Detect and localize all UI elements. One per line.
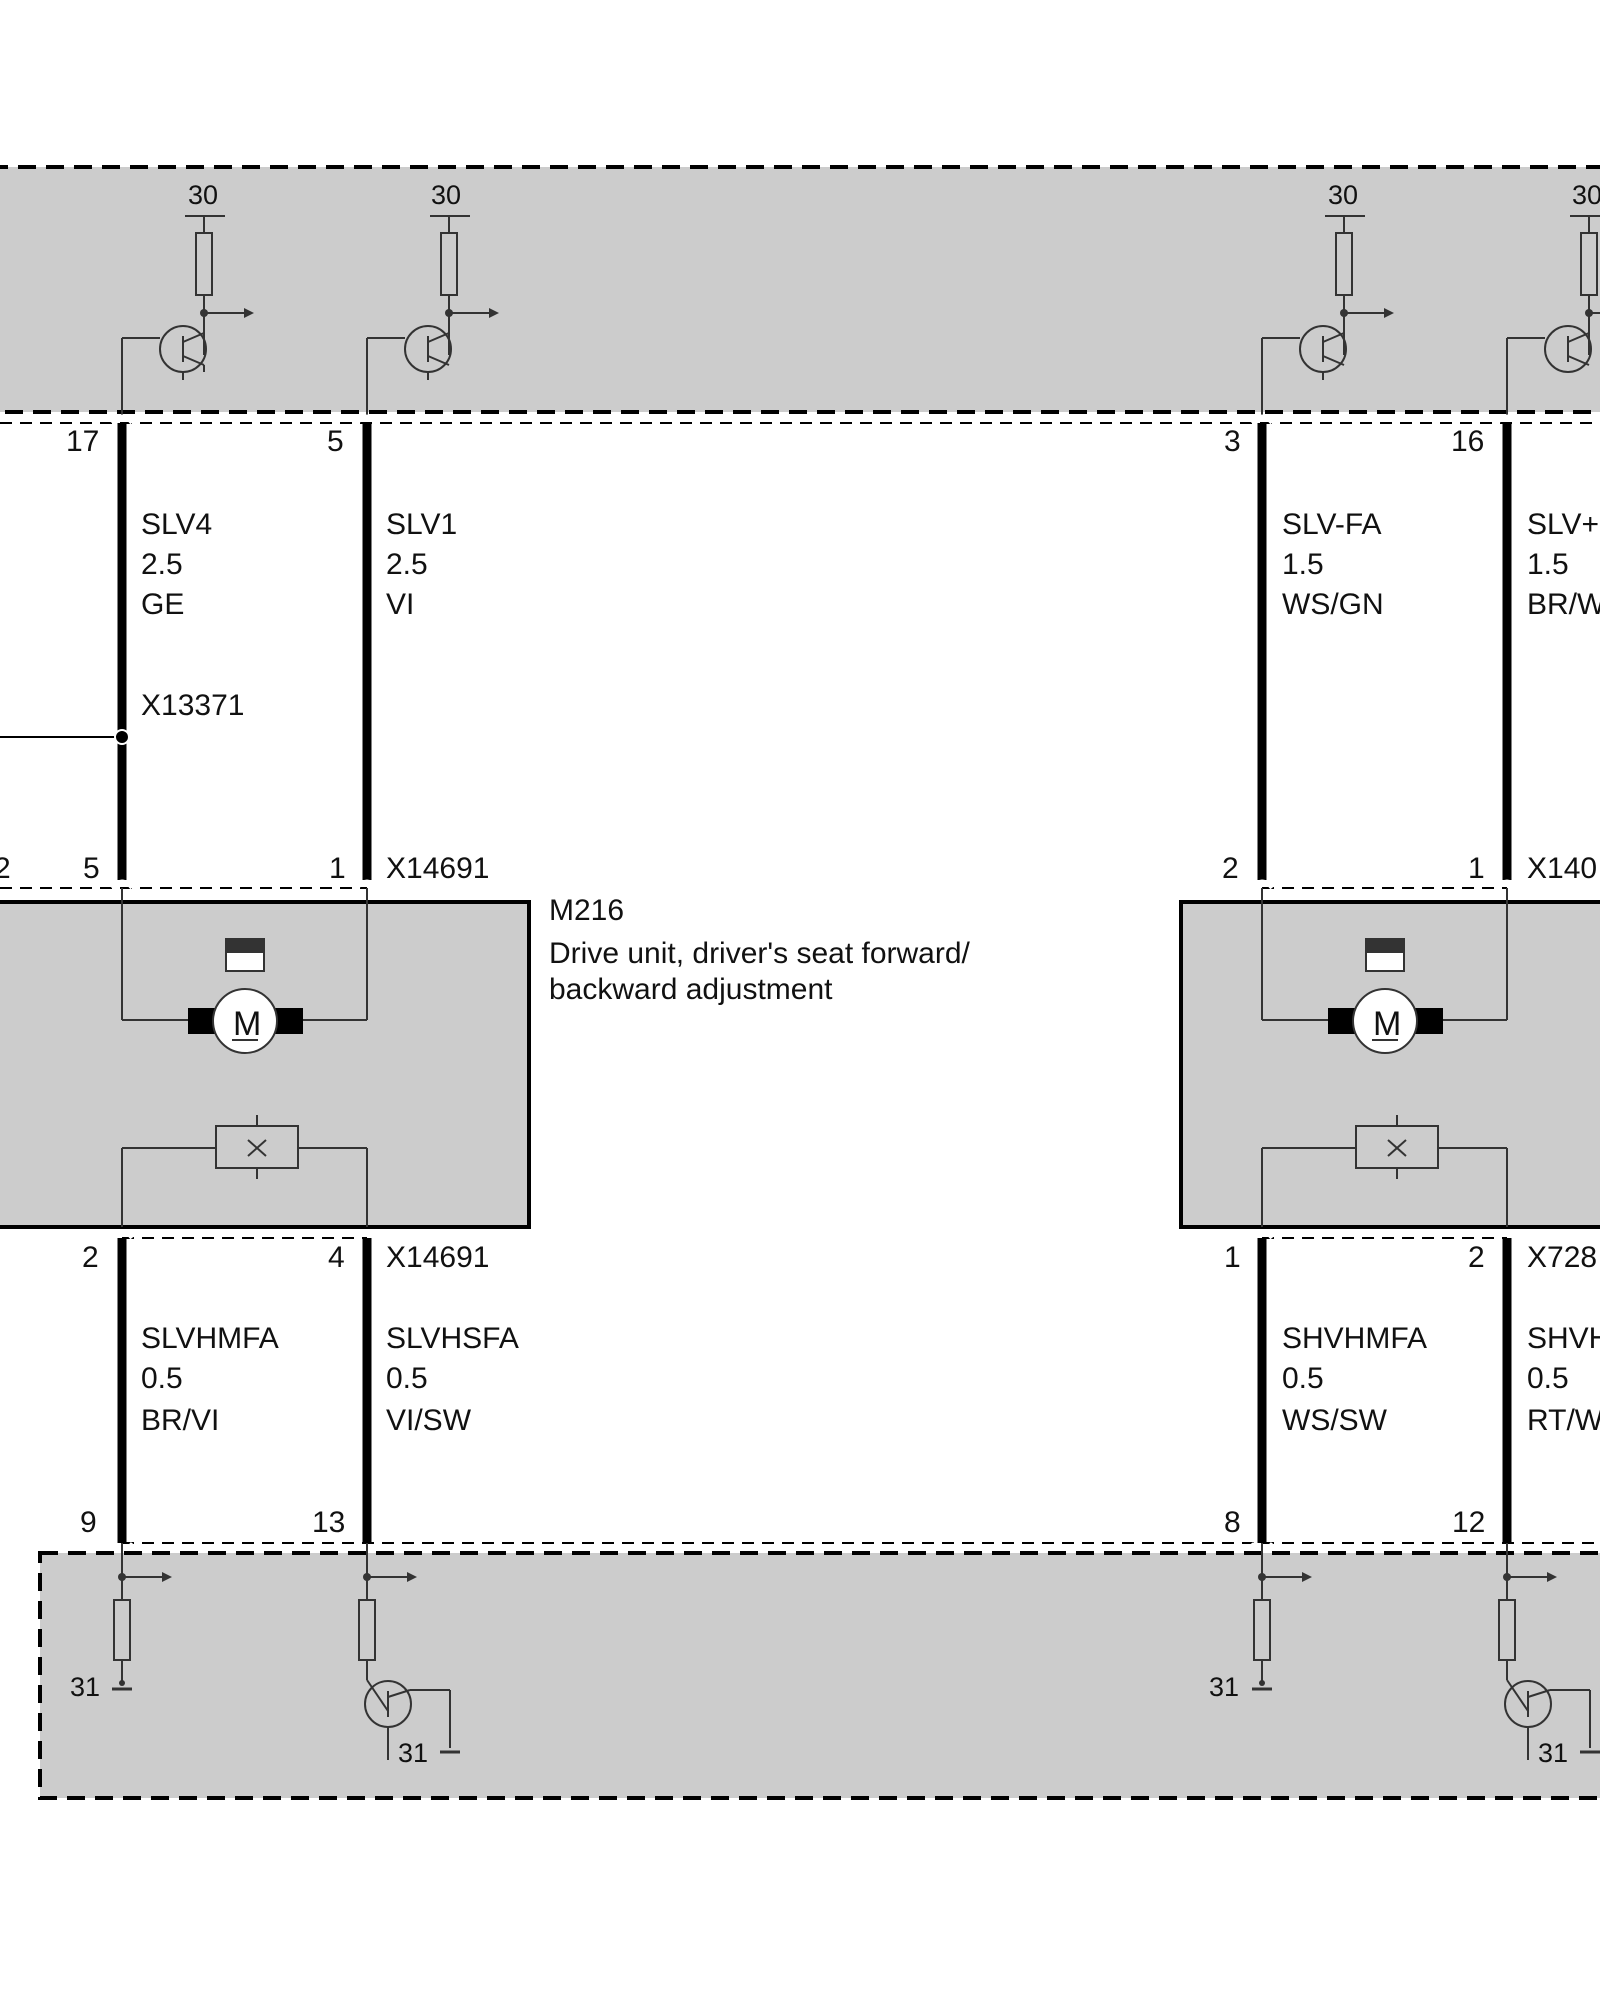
top-pin-terminals bbox=[110, 414, 1519, 425]
component-id: M216 bbox=[549, 894, 624, 927]
wire-label-gauge: 1.5 bbox=[1527, 548, 1569, 581]
drive-unit-m216 bbox=[0, 879, 531, 1229]
left-bottom-pin-4: 4 bbox=[328, 1241, 345, 1274]
top-control-module bbox=[0, 165, 1600, 424]
wire-label-name: SLVHSFA bbox=[386, 1322, 519, 1355]
hall-sensor-icon bbox=[1261, 1115, 1508, 1227]
splice-label: X13371 bbox=[141, 689, 244, 722]
wire-label-name: SHVH bbox=[1527, 1322, 1600, 1355]
wire-label-color: VI bbox=[386, 588, 414, 621]
ground-label-1: 31 bbox=[70, 1672, 100, 1702]
wire-label-gauge: 0.5 bbox=[141, 1362, 183, 1395]
input-pulldown-3 bbox=[1250, 1542, 1312, 1691]
left-top-connector: X14691 bbox=[386, 852, 489, 885]
wire-label-gauge: 2.5 bbox=[386, 548, 428, 581]
left-top-pin-1: 1 bbox=[329, 852, 346, 885]
supply-label-1: 30 bbox=[188, 180, 218, 210]
left-top-pin-5: 5 bbox=[83, 852, 100, 885]
driver-transistor-2 bbox=[366, 215, 499, 415]
component-description-line2: backward adjustment bbox=[549, 973, 833, 1006]
drive-unit-right bbox=[1179, 879, 1600, 1229]
top-pin-5: 5 bbox=[327, 425, 344, 458]
wire-label-gauge: 1.5 bbox=[1282, 548, 1324, 581]
wire-label-color: RT/W bbox=[1527, 1404, 1600, 1437]
input-transistor-4 bbox=[1495, 1542, 1600, 1760]
hall-sensor-icon bbox=[121, 1115, 368, 1227]
splice-point bbox=[0, 729, 130, 745]
top-pin-16: 16 bbox=[1451, 425, 1484, 458]
bottom-pin-9: 9 bbox=[80, 1506, 97, 1539]
right-top-pin-2: 2 bbox=[1222, 852, 1239, 885]
bottom-pin-12: 12 bbox=[1452, 1506, 1485, 1539]
left-top-pin-2: 2 bbox=[0, 852, 11, 885]
wire-label-color: BR/VI bbox=[141, 1404, 219, 1437]
driver-transistor-4 bbox=[1506, 215, 1600, 415]
driver-transistor-1 bbox=[121, 215, 254, 415]
wire-label-gauge: 0.5 bbox=[1282, 1362, 1324, 1395]
supply-label-4: 30 bbox=[1572, 180, 1600, 210]
top-pin-17: 17 bbox=[66, 425, 99, 458]
top-pin-3: 3 bbox=[1224, 425, 1241, 458]
wire-label-gauge: 0.5 bbox=[386, 1362, 428, 1395]
svg-text:M: M bbox=[1373, 1005, 1401, 1043]
wire-label-gauge: 2.5 bbox=[141, 548, 183, 581]
right-top-pin-1: 1 bbox=[1468, 852, 1485, 885]
wire-label-color: GE bbox=[141, 588, 184, 621]
left-bottom-pin-2: 2 bbox=[82, 1241, 99, 1274]
wire-label-gauge: 0.5 bbox=[1527, 1362, 1569, 1395]
wire-label-name: SLV+ bbox=[1527, 508, 1599, 541]
right-bottom-connector: X728 bbox=[1527, 1241, 1597, 1274]
upper-wire-harness bbox=[117, 423, 1512, 880]
input-pulldown-1 bbox=[110, 1542, 172, 1691]
supply-label-3: 30 bbox=[1328, 180, 1358, 210]
right-bottom-pin-1: 1 bbox=[1224, 1241, 1241, 1274]
ground-label-4: 31 bbox=[1538, 1738, 1568, 1768]
left-bottom-connector: X14691 bbox=[386, 1241, 489, 1274]
wire-label-name: SLV4 bbox=[141, 508, 212, 541]
bottom-control-module bbox=[38, 1551, 1600, 1800]
right-bottom-pin-2: 2 bbox=[1468, 1241, 1485, 1274]
lower-wire-harness bbox=[110, 1229, 1519, 1543]
wire-label-color: WS/GN bbox=[1282, 588, 1384, 621]
wire-label-color: VI/SW bbox=[386, 1404, 472, 1437]
motor-icon: M bbox=[1328, 938, 1443, 1054]
bottom-pin-8: 8 bbox=[1224, 1506, 1241, 1539]
svg-text:M: M bbox=[233, 1005, 261, 1043]
component-description-line1: Drive unit, driver's seat forward/ bbox=[549, 937, 971, 970]
wire-label-color: WS/SW bbox=[1282, 1404, 1388, 1437]
wire-label-color: BR/W bbox=[1527, 588, 1600, 621]
driver-transistor-3 bbox=[1261, 215, 1394, 415]
supply-label-2: 30 bbox=[431, 180, 461, 210]
bottom-pin-13: 13 bbox=[312, 1506, 345, 1539]
right-top-connector: X140 bbox=[1527, 852, 1597, 885]
wire-label-name: SLV1 bbox=[386, 508, 457, 541]
motor-icon: M bbox=[188, 938, 303, 1054]
input-transistor-2 bbox=[355, 1542, 460, 1760]
ground-label-2: 31 bbox=[398, 1738, 428, 1768]
ground-label-3: 31 bbox=[1209, 1672, 1239, 1702]
wire-label-name: SLVHMFA bbox=[141, 1322, 279, 1355]
wire-label-name: SLV-FA bbox=[1282, 508, 1382, 541]
wire-label-name: SHVHMFA bbox=[1282, 1322, 1427, 1355]
